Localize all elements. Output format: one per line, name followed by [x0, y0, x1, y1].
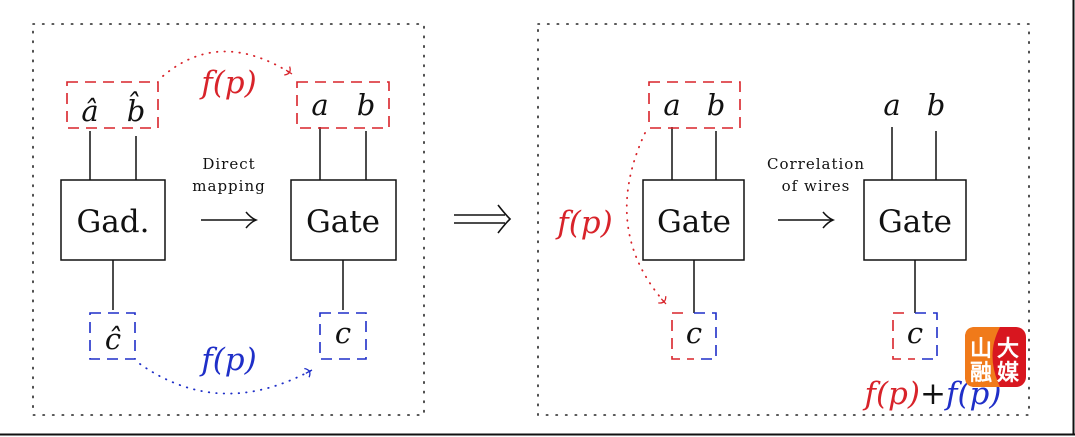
right-gate-before-output-c: c	[686, 316, 702, 350]
left-gate-input-group	[296, 81, 390, 129]
top-mapping-label: f(p)	[199, 65, 257, 101]
implies-arrow-icon	[454, 204, 512, 234]
watermark-char-3: 融	[970, 361, 992, 386]
sum-plus: +	[920, 376, 946, 412]
right-gate-before-input-group	[648, 81, 741, 129]
gadget-input-b: b̂	[127, 91, 146, 128]
bottom-mapping-label: f(p)	[199, 342, 257, 378]
bottom-mapping-arc	[139, 363, 313, 395]
left-gate-output-group	[319, 312, 367, 360]
correlation-caption-2: of wires	[782, 177, 851, 195]
gadget-input-a: â	[81, 94, 98, 128]
left-gate-label: Gate	[306, 204, 380, 240]
left-gate-output-c: c	[335, 316, 351, 350]
gadget-label: Gad.	[77, 204, 150, 240]
right-gate-before-input-a: a	[663, 88, 680, 122]
left-gate-input-a: a	[311, 88, 328, 122]
correlation-arrow-icon	[778, 211, 836, 229]
right-gate-after-label: Gate	[878, 204, 952, 240]
left-gate-input-b: b	[357, 88, 376, 122]
gadget-output-c: ĉ	[105, 322, 121, 356]
right-gate-after-output-group	[892, 312, 938, 360]
right-gate-after-input-a: a	[883, 88, 900, 122]
correlation-caption-1: Correlation	[767, 155, 865, 173]
watermark-char-2: 大	[997, 337, 1019, 362]
left-panel-frame	[32, 23, 425, 416]
right-gate-after-output-c: c	[907, 316, 923, 350]
right-gate-before-input-b: b	[707, 88, 726, 122]
gadget-output-group	[89, 312, 136, 360]
top-mapping-arc	[162, 50, 293, 77]
right-gate-after-input-b: b	[927, 88, 946, 122]
sum-label-red: f(p)	[862, 376, 920, 412]
right-gate-before-label: Gate	[657, 204, 731, 240]
watermark-char-4: 媒	[997, 360, 1020, 386]
side-mapping-label: f(p)	[555, 205, 613, 241]
watermark-char-1: 山	[970, 337, 992, 362]
direct-mapping-arrow-icon	[201, 211, 259, 229]
gadget-input-group	[66, 81, 159, 129]
watermark-logo: 山 大 融 媒	[965, 327, 1026, 387]
direct-mapping-caption-2: mapping	[192, 177, 265, 195]
direct-mapping-caption-1: Direct	[202, 155, 255, 173]
right-gate-before-output-group	[671, 312, 717, 360]
